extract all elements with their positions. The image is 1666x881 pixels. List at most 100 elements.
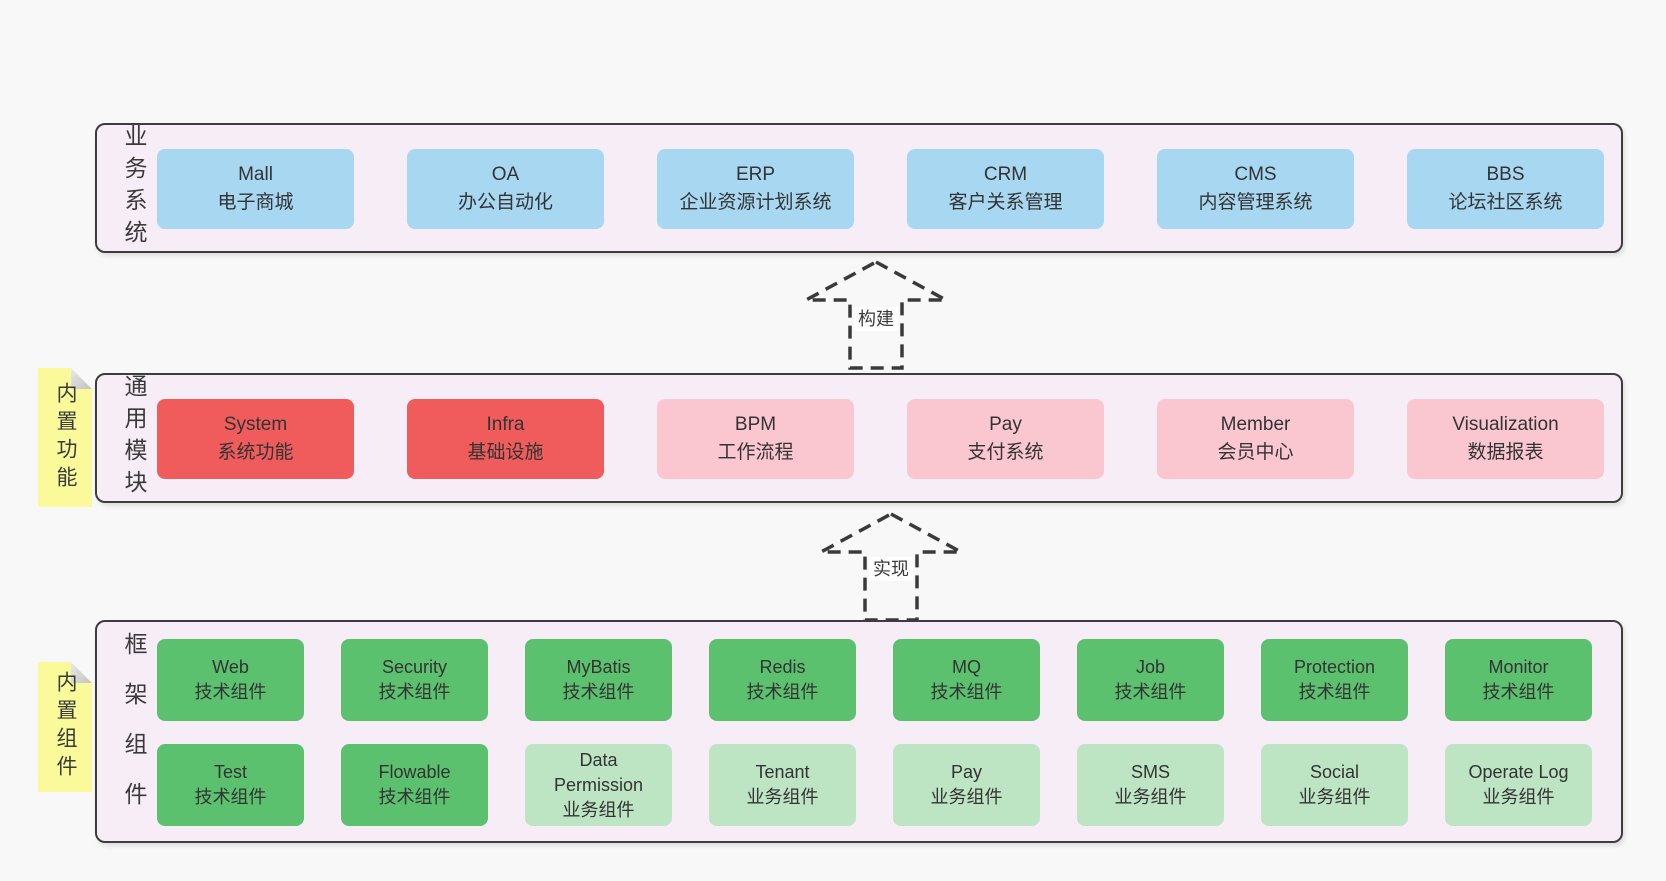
box-subtitle: 办公自动化 <box>457 192 553 213</box>
box-title: Operate Log <box>1468 762 1569 782</box>
box-subtitle: 技术组件 <box>930 682 1003 702</box>
box-title: BBS <box>1486 164 1525 185</box>
box-title: Security <box>381 657 448 677</box>
note-text: 内置组件 <box>54 671 77 783</box>
box-subtitle: 技术组件 <box>562 682 635 702</box>
box-system: System 系统功能 <box>157 399 354 479</box>
box-subtitle: 工作流程 <box>717 442 794 463</box>
box-title: System <box>223 414 288 435</box>
layer-label-framework: 框架组件 <box>121 631 147 832</box>
box-title: Infra <box>486 414 525 435</box>
box-title: Pay <box>950 762 983 782</box>
box-subtitle: 业务组件 <box>1482 787 1555 807</box>
box-subtitle: 业务组件 <box>746 787 819 807</box>
box-member: Member 会员中心 <box>1157 399 1354 479</box>
box-title: Data Permission <box>553 749 644 795</box>
box-subtitle: 技术组件 <box>1114 682 1187 702</box>
box-subtitle: 支付系统 <box>967 442 1044 463</box>
box-sms: SMS 业务组件 <box>1077 744 1224 826</box>
box-title: Redis <box>759 657 806 677</box>
sticky-note-built-in-functions: 内置功能 <box>38 368 92 507</box>
box-title: Web <box>212 657 249 677</box>
box-subtitle: 技术组件 <box>746 682 819 702</box>
business-box-row: Mall 电子商城 OA 办公自动化 ERP 企业资源计划系统 CRM 客户关系… <box>157 149 1604 229</box>
box-title: ERP <box>735 164 776 185</box>
box-title: Job <box>1135 657 1166 677</box>
box-title: MyBatis <box>566 657 631 677</box>
box-pay-module: Pay 支付系统 <box>907 399 1104 479</box>
box-title: Member <box>1220 414 1291 435</box>
box-subtitle: 电子商城 <box>217 192 294 213</box>
box-subtitle: 技术组件 <box>1298 682 1371 702</box>
box-subtitle: 会员中心 <box>1217 442 1294 463</box>
box-test: Test 技术组件 <box>157 744 304 826</box>
box-mq: MQ 技术组件 <box>893 639 1040 721</box>
box-subtitle: 业务组件 <box>1114 787 1187 807</box>
box-title: Tenant <box>755 762 810 782</box>
framework-box-row-1: Web 技术组件 Security 技术组件 MyBatis 技术组件 Redi… <box>157 639 1592 721</box>
box-subtitle: 论坛社区系统 <box>1448 192 1563 213</box>
box-title: Test <box>213 762 247 782</box>
box-title: SMS <box>1130 762 1170 782</box>
box-flowable: Flowable 技术组件 <box>341 744 488 826</box>
box-crm: CRM 客户关系管理 <box>907 149 1104 229</box>
layer-framework-components: 框架组件 Web 技术组件 Security 技术组件 MyBatis 技术组件… <box>95 620 1623 843</box>
box-web: Web 技术组件 <box>157 639 304 721</box>
box-subtitle: 业务组件 <box>562 799 635 820</box>
box-title: CMS <box>1234 164 1277 185</box>
box-title: Pay <box>989 414 1022 435</box>
box-visualization: Visualization 数据报表 <box>1407 399 1604 479</box>
box-title: Monitor <box>1488 657 1549 677</box>
box-redis: Redis 技术组件 <box>709 639 856 721</box>
layer-business-systems: 业务系统 Mall 电子商城 OA 办公自动化 ERP 企业资源计划系统 CRM… <box>95 123 1623 253</box>
box-title: Mall <box>238 164 273 185</box>
box-bbs: BBS 论坛社区系统 <box>1407 149 1604 229</box>
box-oa: OA 办公自动化 <box>407 149 604 229</box>
box-subtitle: 业务组件 <box>1298 787 1371 807</box>
box-infra: Infra 基础设施 <box>407 399 604 479</box>
box-title: OA <box>491 164 520 185</box>
box-title: Visualization <box>1452 414 1559 435</box>
box-security: Security 技术组件 <box>341 639 488 721</box>
modules-box-row: System 系统功能 Infra 基础设施 BPM 工作流程 Pay 支付系统… <box>157 399 1604 479</box>
box-subtitle: 内容管理系统 <box>1198 192 1313 213</box>
box-title: MQ <box>952 657 981 677</box>
box-data-permission: Data Permission 业务组件 <box>525 744 672 826</box>
box-title: BPM <box>734 414 777 435</box>
box-subtitle: 系统功能 <box>217 442 294 463</box>
box-title: Protection <box>1293 657 1376 677</box>
note-text: 内置功能 <box>54 381 77 494</box>
box-subtitle: 数据报表 <box>1467 442 1544 463</box>
box-subtitle: 基础设施 <box>467 442 544 463</box>
layer-label-business: 业务系统 <box>121 124 147 252</box>
sticky-note-built-in-components: 内置组件 <box>38 662 92 792</box>
box-protection: Protection 技术组件 <box>1261 639 1408 721</box>
arrow-implement-label: 实现 <box>869 557 913 581</box>
box-subtitle: 技术组件 <box>194 682 267 702</box>
box-social: Social 业务组件 <box>1261 744 1408 826</box>
box-mybatis: MyBatis 技术组件 <box>525 639 672 721</box>
box-title: CRM <box>983 164 1028 185</box>
box-title: Flowable <box>378 762 451 782</box>
box-bpm: BPM 工作流程 <box>657 399 854 479</box>
box-cms: CMS 内容管理系统 <box>1157 149 1354 229</box>
box-subtitle: 技术组件 <box>378 682 451 702</box>
box-subtitle: 企业资源计划系统 <box>679 192 832 213</box>
box-pay-component: Pay 业务组件 <box>893 744 1040 826</box>
framework-box-row-2: Test 技术组件 Flowable 技术组件 Data Permission … <box>157 744 1592 826</box>
box-job: Job 技术组件 <box>1077 639 1224 721</box>
box-operate-log: Operate Log 业务组件 <box>1445 744 1592 826</box>
box-monitor: Monitor 技术组件 <box>1445 639 1592 721</box>
box-subtitle: 客户关系管理 <box>948 192 1063 213</box>
layer-common-modules: 通用模块 System 系统功能 Infra 基础设施 BPM 工作流程 Pay… <box>95 373 1623 503</box>
box-subtitle: 技术组件 <box>194 787 267 807</box>
box-mall: Mall 电子商城 <box>157 149 354 229</box>
box-title: Social <box>1309 762 1360 782</box>
arrow-build-label: 构建 <box>854 307 898 331</box>
box-subtitle: 技术组件 <box>378 787 451 807</box>
layer-label-modules: 通用模块 <box>121 374 147 502</box>
box-subtitle: 技术组件 <box>1482 682 1555 702</box>
box-tenant: Tenant 业务组件 <box>709 744 856 826</box>
box-erp: ERP 企业资源计划系统 <box>657 149 854 229</box>
